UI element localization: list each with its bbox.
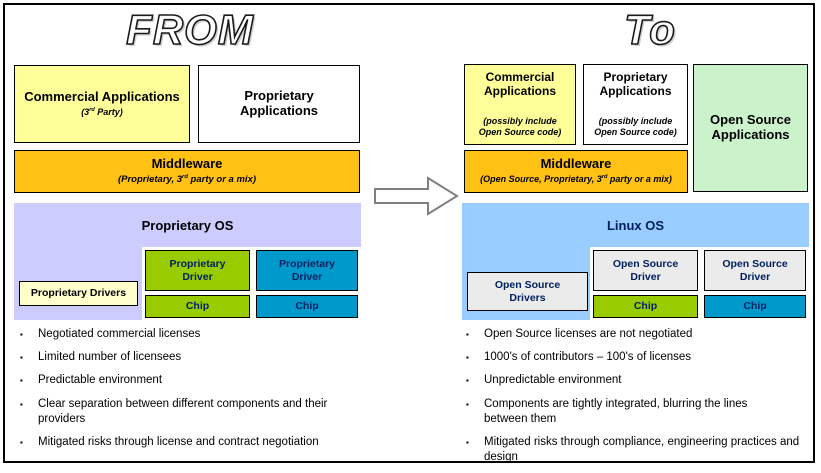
proprietary-applications-subtitle: (possibly include Open Source code) bbox=[594, 115, 677, 137]
driver-chip-panel: Open Source Driver Chip Open Source Driv… bbox=[590, 247, 809, 320]
chip-blue-box: Chip bbox=[256, 295, 358, 318]
proprietary-os-title: Proprietary OS bbox=[141, 218, 234, 233]
subtitle-text: party or a mix) bbox=[607, 174, 672, 185]
middleware-open-box: Middleware (Open Source, Proprietary, 3r… bbox=[464, 150, 688, 193]
chip-blue-box: Chip bbox=[704, 295, 806, 318]
commercial-applications-os-box: Commercial Applications (possibly includ… bbox=[464, 64, 576, 145]
bullet-icon: ▪ bbox=[466, 330, 469, 339]
subtitle-text: Party) bbox=[94, 106, 123, 117]
middleware-subtitle: (Open Source, Proprietary, 3rd party or … bbox=[480, 174, 672, 185]
from-bullet-list: ▪ Negotiated commercial licenses ▪ Limited… bbox=[20, 327, 368, 458]
bullet-text: Mitigated risks through compliance, engi… bbox=[484, 435, 800, 464]
list-item: ▪ Mitigated risks through license and con… bbox=[20, 435, 368, 450]
bullet-text: 1000's of contributors – 100's of licens… bbox=[484, 351, 692, 364]
subtitle-text: (Open Source, Proprietary, 3 bbox=[480, 174, 602, 185]
driver-chip-panel: Proprietary Driver Chip Proprietary Driv… bbox=[142, 247, 361, 320]
list-item: ▪ Negotiated commercial licenses bbox=[20, 327, 368, 342]
subtitle-text: party or a mix) bbox=[187, 174, 257, 186]
open-source-drivers-box: Open Source Drivers bbox=[467, 272, 588, 311]
driver-label: Proprietary Driver bbox=[278, 257, 336, 283]
middleware-title: Middleware bbox=[151, 156, 223, 172]
chip-green-box: Chip bbox=[593, 295, 698, 318]
driver-label: Open Source Driver bbox=[612, 257, 679, 283]
to-title: To bbox=[623, 5, 676, 54]
proprietary-applications-title: Proprietary Applications bbox=[599, 70, 672, 98]
list-item: ▪ Limited number of licensees bbox=[20, 350, 368, 365]
bullet-icon: ▪ bbox=[466, 399, 469, 409]
bullet-icon: ▪ bbox=[466, 437, 469, 447]
subtitle-sup: rd bbox=[89, 106, 95, 113]
list-item: ▪ Clear separation between different comp… bbox=[20, 397, 368, 427]
list-item: ▪ Predictable environment bbox=[20, 373, 368, 388]
bullet-icon: ▪ bbox=[20, 330, 23, 339]
transition-arrow bbox=[371, 174, 461, 218]
list-item: ▪ Mitigated risks through compliance, eng… bbox=[466, 435, 814, 465]
bullet-text: Components are tightly integrated, blurr… bbox=[484, 397, 748, 425]
right-arrow-icon bbox=[374, 176, 459, 216]
commercial-applications-subtitle: (3rd Party) bbox=[81, 107, 123, 118]
middleware-box: Middleware (Proprietary, 3rd party or a … bbox=[14, 150, 360, 193]
proprietary-drivers-box: Proprietary Drivers bbox=[19, 281, 138, 306]
subtitle-sup: rd bbox=[182, 173, 188, 180]
slide-border bbox=[3, 3, 815, 463]
proprietary-os-box: Proprietary OS Proprietary Drivers Propr… bbox=[14, 203, 361, 320]
bullet-text: Unpredictable environment bbox=[484, 374, 622, 387]
proprietary-applications-title: Proprietary Applications bbox=[239, 88, 318, 118]
bullet-icon: ▪ bbox=[20, 353, 23, 363]
open-source-driver-box: Open Source Driver bbox=[704, 250, 806, 291]
commercial-applications-subtitle: (possibly include Open Source code) bbox=[478, 115, 562, 137]
open-source-applications-box: Open Source Applications bbox=[693, 64, 808, 192]
bullet-icon: ▪ bbox=[466, 353, 469, 363]
linux-os-box: Linux OS Open Source Drivers Open Source… bbox=[462, 203, 809, 320]
bullet-icon: ▪ bbox=[20, 437, 23, 447]
bullet-text: Open Source licenses are not negotiated bbox=[484, 328, 693, 340]
open-source-driver-box: Open Source Driver bbox=[593, 250, 698, 291]
chip-green-box: Chip bbox=[145, 295, 250, 318]
from-title: FROM bbox=[125, 5, 254, 54]
bullet-icon: ▪ bbox=[466, 376, 469, 386]
subtitle-text: (3 bbox=[81, 106, 90, 117]
linux-os-title: Linux OS bbox=[606, 218, 665, 233]
driver-label: Proprietary Driver bbox=[169, 257, 226, 283]
open-source-applications-title: Open Source Applications bbox=[710, 112, 791, 142]
subtitle-sup: rd bbox=[601, 174, 608, 181]
bullet-text: Clear separation between different compo… bbox=[38, 397, 328, 425]
list-item: ▪ 1000's of contributors – 100's of licen… bbox=[466, 350, 814, 365]
list-item: ▪ Unpredictable environment bbox=[466, 373, 814, 388]
proprietary-applications-box: Proprietary Applications bbox=[198, 65, 360, 143]
driver-label: Open Source Driver bbox=[722, 257, 788, 283]
bullet-text: Predictable environment bbox=[38, 374, 163, 387]
bullet-text: Limited number of licensees bbox=[38, 351, 182, 364]
commercial-applications-title: Commercial Applications bbox=[483, 70, 556, 98]
middleware-title: Middleware bbox=[540, 156, 612, 172]
bullet-icon: ▪ bbox=[20, 376, 23, 386]
commercial-applications-title: Commercial Applications bbox=[24, 88, 180, 104]
proprietary-driver-green-box: Proprietary Driver bbox=[145, 250, 250, 291]
proprietary-applications-os-box: Proprietary Applications (possibly inclu… bbox=[583, 64, 688, 145]
bullet-text: Negotiated commercial licenses bbox=[38, 328, 201, 340]
subtitle-text: (Proprietary, 3 bbox=[117, 174, 183, 186]
to-bullet-list: ▪ Open Source licenses are not negotiated… bbox=[466, 327, 814, 473]
proprietary-driver-blue-box: Proprietary Driver bbox=[256, 250, 358, 291]
list-item: ▪ Open Source licenses are not negotiated bbox=[466, 327, 814, 342]
bullet-icon: ▪ bbox=[20, 399, 23, 409]
middleware-subtitle: (Proprietary, 3rd party or a mix) bbox=[118, 174, 256, 186]
bullet-text: Mitigated risks through license and cont… bbox=[38, 435, 319, 448]
commercial-applications-box: Commercial Applications (3rd Party) bbox=[14, 65, 190, 143]
driver-label: Open Source Drivers bbox=[494, 278, 561, 304]
list-item: ▪ Components are tightly integrated, blur… bbox=[466, 397, 814, 427]
